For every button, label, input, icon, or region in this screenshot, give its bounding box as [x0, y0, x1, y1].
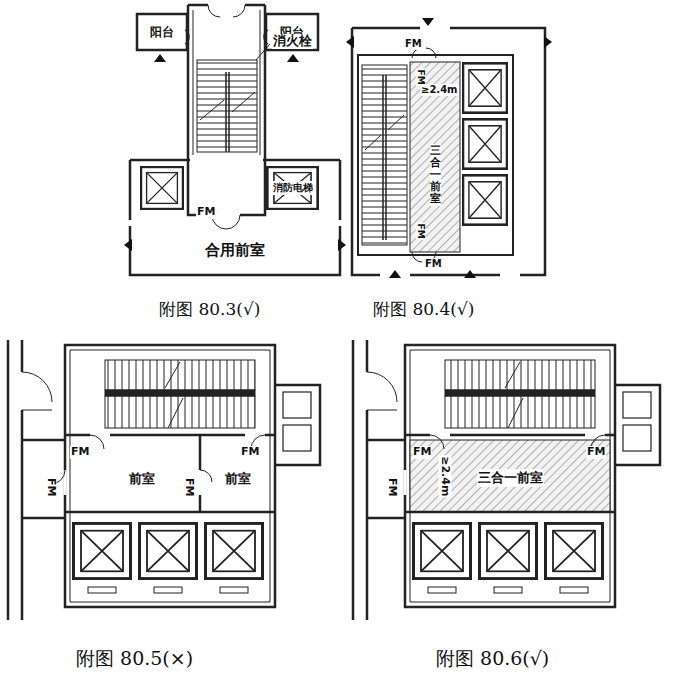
plan-80-5 — [8, 340, 320, 620]
room-name: 阳台 — [149, 24, 175, 41]
plan-label: FM — [70, 446, 90, 459]
room-name: 消防电梯 — [272, 181, 314, 195]
room-zone: 合用前室 — [140, 228, 330, 272]
room-name: 三合一前室 — [430, 144, 441, 206]
figure-caption: 附图 80.5(×) — [75, 648, 194, 670]
plan-label: FM — [44, 477, 57, 497]
figure-caption: 附图 80.4(√) — [372, 300, 475, 320]
plan-label: FM — [586, 446, 606, 459]
room-name: 合用前室 — [204, 241, 266, 260]
plan-label: 消火栓 — [272, 34, 313, 49]
plan-label: ≥2.4m — [439, 455, 452, 497]
plan-label: FM — [240, 446, 260, 459]
room-zone: 阳台 — [139, 16, 185, 48]
plan-label: FM — [404, 38, 423, 50]
plan-label: FM — [424, 258, 443, 270]
room-name: 前室 — [224, 470, 252, 488]
plan-80-3 — [124, 5, 346, 275]
room-zone: 消防电梯 — [267, 170, 318, 206]
plan-label: FM — [415, 223, 425, 240]
plan-label: FM — [412, 446, 432, 459]
room-name: 三合一前室 — [477, 469, 544, 487]
figure-caption: 附图 80.3(√) — [158, 300, 261, 320]
room-zone: 前室 — [206, 450, 270, 508]
plan-label: FM — [182, 477, 195, 497]
plan-80-4 — [346, 18, 552, 278]
room-zone: 前室 — [92, 450, 192, 508]
plan-label: FM — [385, 477, 398, 497]
plan-80-6 — [353, 340, 660, 620]
room-name: 前室 — [128, 470, 156, 488]
plan-label: ≥2.4m — [420, 84, 459, 96]
figure-caption: 附图 80.6(√) — [435, 648, 550, 670]
plan-label: FM — [196, 206, 216, 219]
